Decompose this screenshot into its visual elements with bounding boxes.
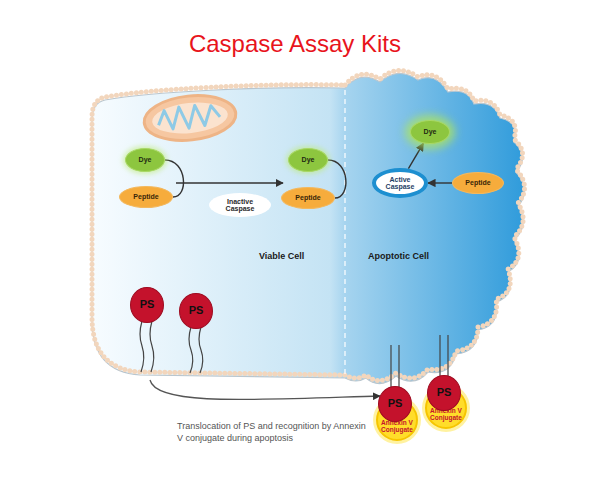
peptide-oval: Peptide [281,187,335,209]
ps-circle: PS [130,287,164,323]
ps-circle: PS [427,375,461,411]
node-text: Dye [139,156,152,163]
ps-tail [439,335,440,377]
region-label: Apoptotic Cell [368,251,429,261]
node-text: PS [388,398,403,410]
diagram-title: Caspase Assay Kits [0,30,590,58]
node-text: Inactive Caspase [220,198,260,213]
cell-body [92,73,525,383]
node-text: Dye [302,156,315,163]
ps-circle: PS [378,386,412,422]
cell-membrane-beads [92,70,525,380]
node-text: Peptide [133,193,158,200]
node-text: PS [189,305,204,317]
ps-tail [398,345,399,388]
node-text: Peptide [295,194,320,201]
node-text: Dye [424,128,437,135]
ps-tail [140,321,144,372]
mitochondrion-cristae [157,103,221,131]
dye-oval: Dye [410,120,450,144]
translocation-arrow [150,380,380,400]
peptide-oval: Peptide [119,186,173,208]
connector [428,182,452,183]
mitochondrion [142,91,238,144]
peptide-oval: Peptide [452,172,504,194]
node-text: PS [140,299,155,311]
dye-oval: Dye [288,148,328,172]
node-text: Peptide [465,179,490,186]
inactive-caspase-oval: Inactive Caspase [209,193,271,217]
node-text: Annexin V Conjugate [379,420,415,434]
annotation-text: Translocation of PS and recognition by A… [177,420,367,444]
ps-tail [447,335,448,377]
connector [408,143,423,168]
cell-membrane-inner [92,73,525,383]
ps-tail [390,345,391,388]
ps-circle: PS [179,293,213,329]
transfer-arrow [176,182,283,183]
ps-tail [150,321,154,372]
ps-tail [199,327,203,373]
node-text: Active Caspase [382,176,418,191]
mitochondrion-inner [151,99,230,137]
node-text: PS [437,387,452,399]
active-caspase-oval: Active Caspase [372,168,428,198]
ps-tail [189,327,193,373]
mitochondrion-outer [142,91,238,144]
dye-oval: Dye [125,148,165,172]
region-label: Viable Cell [259,251,304,261]
divider-line [344,90,345,376]
